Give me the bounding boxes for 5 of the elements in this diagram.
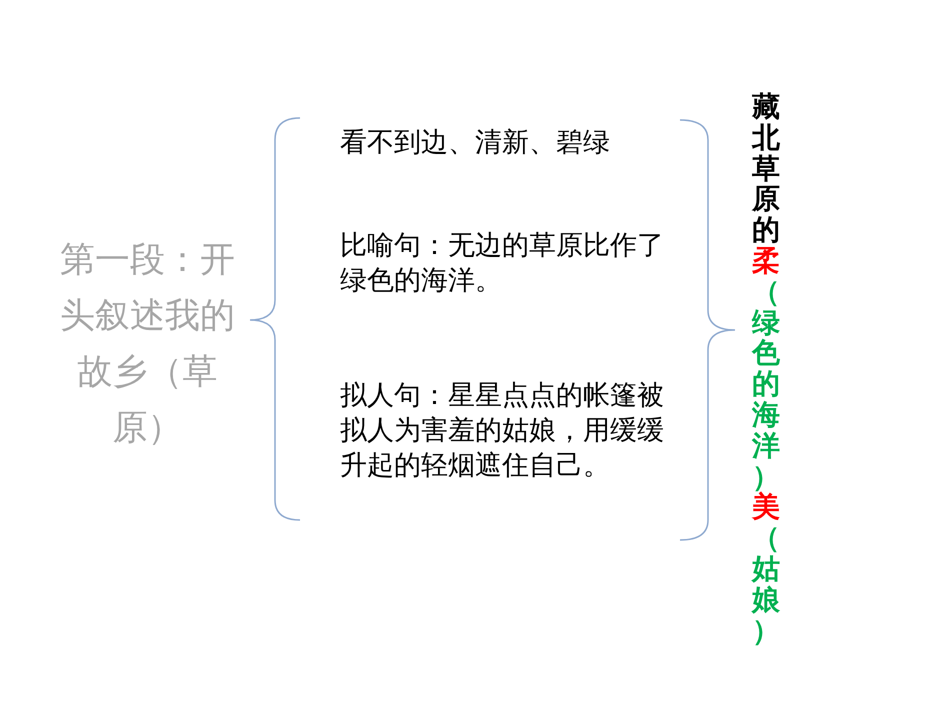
note-text: 拟人句：星星点点的帐篷被拟人为害羞的姑娘，用缓缓升起的轻烟遮住自己。: [340, 379, 665, 484]
section-heading: 第一段：开头叙述我的故乡（草原）: [59, 239, 236, 450]
note-text: 看不到边、清新、碧绿: [340, 126, 611, 160]
note-text: 比喻句：无边的草原比作了绿色的海洋。: [340, 229, 665, 298]
vertical-summary-text: 藏北草原的 柔 （绿色的海洋） 美 （姑娘）: [752, 92, 780, 646]
